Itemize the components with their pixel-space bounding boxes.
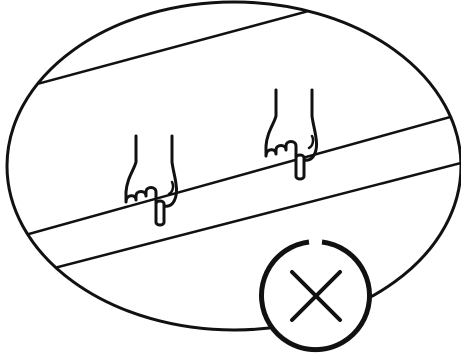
surface-ellipse — [7, 2, 461, 330]
x-mark-icon — [260, 240, 372, 352]
